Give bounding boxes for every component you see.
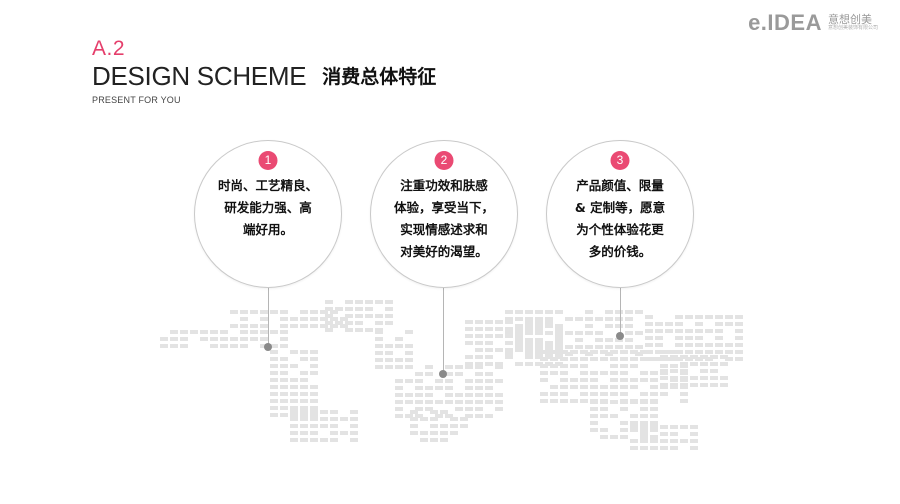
feature-3-stem [620, 278, 621, 334]
feature-3-number-badge: 3 [610, 151, 630, 170]
feature-1-line: 端好用。 [242, 222, 293, 237]
feature-2-number-badge: 2 [434, 151, 454, 170]
header: A.2 DESIGN SCHEME 消费总体特征 PRESENT FOR YOU [92, 38, 436, 105]
feature-3-text: 产品颜值、限量 & 定制等，愿意 为个性体验花更 多的价钱。 [547, 175, 693, 263]
feature-3-line: & 定制等，愿意 [574, 200, 666, 215]
feature-2-line: 体验，享受当下， [393, 200, 494, 215]
page-title: DESIGN SCHEME [92, 61, 307, 91]
feature-2-line: 实现情感述求和 [400, 222, 488, 237]
logo-cn-sub: 意想创美装饰有限公司 [827, 25, 878, 32]
feature-1-line: 时尚、工艺精良、 [217, 178, 318, 193]
feature-2-line: 注重功效和肤感 [400, 178, 488, 193]
feature-3-dot [616, 332, 624, 340]
logo-text: e.IDEA [748, 10, 822, 35]
feature-3-line: 产品颜值、限量 [576, 178, 664, 193]
feature-2-stem [443, 278, 444, 374]
feature-2-line: 对美好的渴望。 [400, 244, 488, 259]
feature-3-line: 为个性体验花更 [576, 222, 664, 237]
feature-card-2: 2 注重功效和肤感 体验，享受当下， 实现情感述求和 对美好的渴望。 [370, 140, 518, 288]
section-number: A.2 [92, 37, 126, 60]
feature-2-dot [439, 370, 447, 378]
feature-card-3: 3 产品颜值、限量 & 定制等，愿意 为个性体验花更 多的价钱。 [546, 140, 694, 288]
logo-cn-block: 意想创美 意想创美装饰有限公司 [828, 14, 878, 32]
feature-1-stem [268, 278, 269, 344]
feature-2-text: 注重功效和肤感 体验，享受当下， 实现情感述求和 对美好的渴望。 [371, 175, 517, 263]
logo-cn: 意想创美 [827, 13, 872, 27]
page-subtitle: PRESENT FOR YOU [92, 95, 181, 105]
feature-1-dot [264, 343, 272, 351]
title-row: DESIGN SCHEME 消费总体特征 [92, 63, 436, 91]
feature-1-line: 研发能力强、高 [224, 200, 312, 215]
feature-3-line: 多的价钱。 [588, 244, 652, 259]
feature-1-text: 时尚、工艺精良、 研发能力强、高 端好用。 [195, 175, 341, 241]
page-title-cn: 消费总体特征 [322, 66, 437, 88]
feature-card-1: 1 时尚、工艺精良、 研发能力强、高 端好用。 [194, 140, 342, 288]
feature-1-number-badge: 1 [258, 151, 278, 170]
brand-logo: e.IDEA 意想创美 意想创美装饰有限公司 [748, 10, 878, 36]
